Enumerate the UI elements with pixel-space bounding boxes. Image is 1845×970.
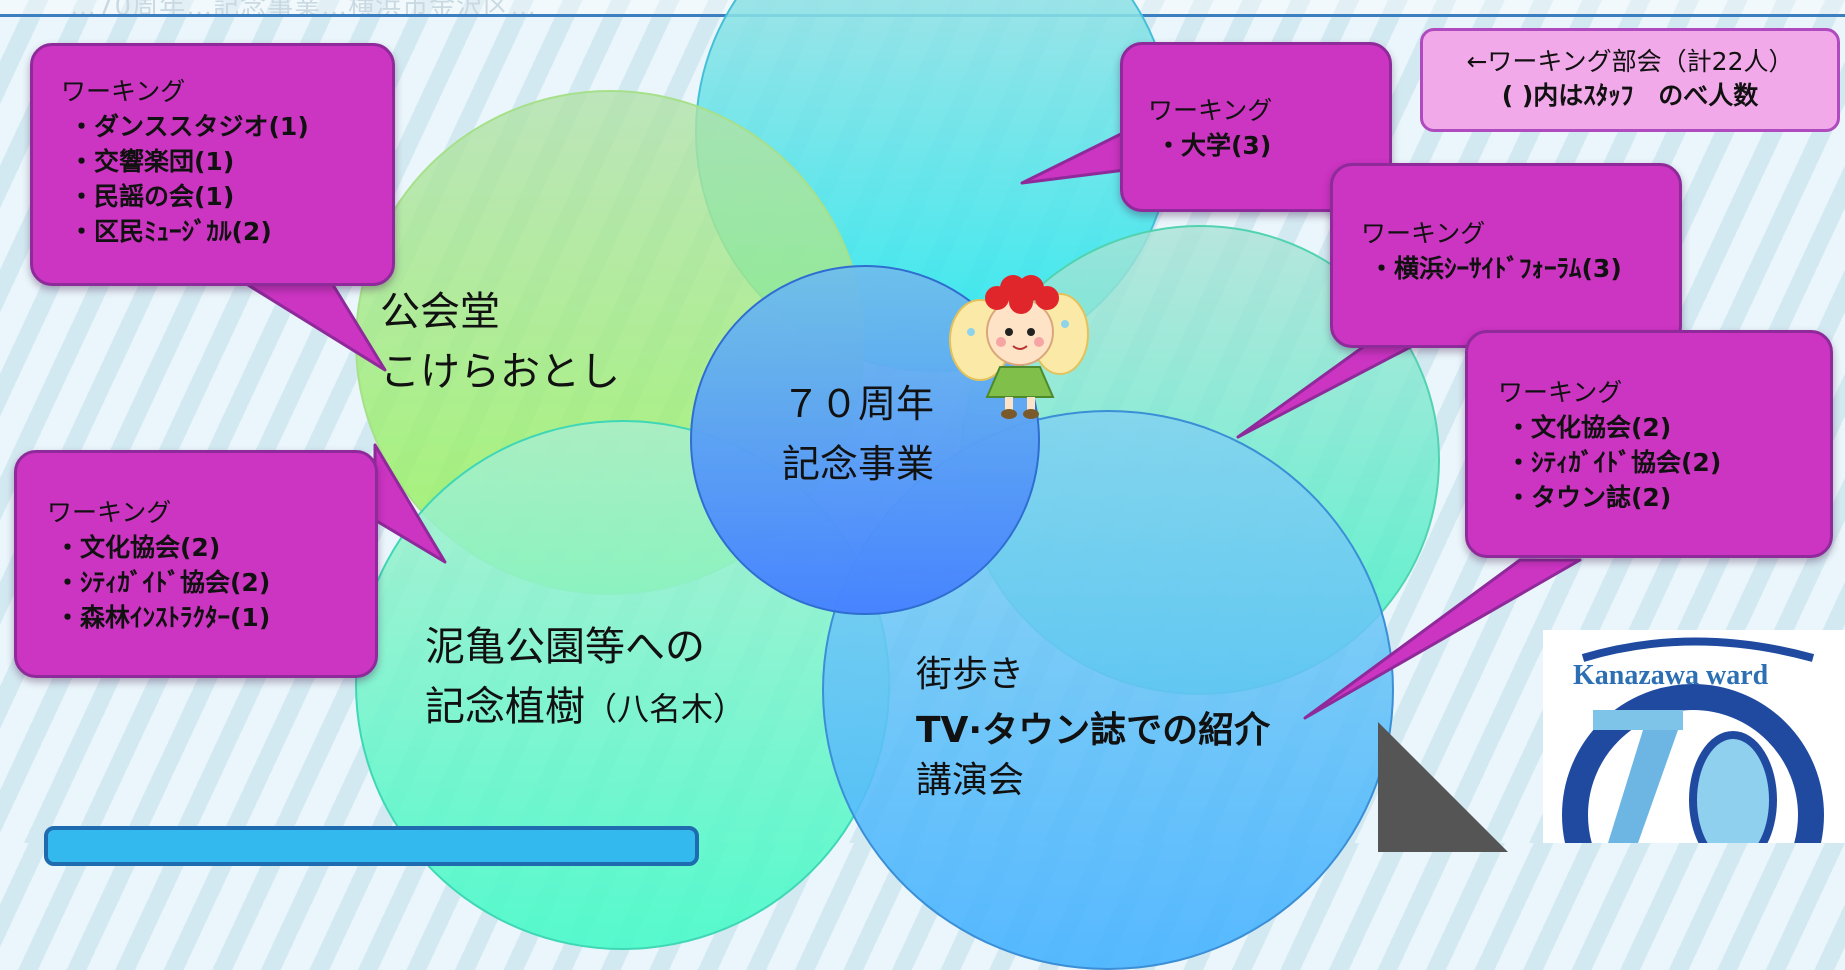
note-line1: ←ワーキング部会（計22人） — [1466, 47, 1794, 76]
bubble-item: ・交響楽団(1) — [69, 147, 235, 176]
planting-line1: 泥亀公園等への — [425, 624, 705, 670]
working-group-note: ←ワーキング部会（計22人） ( )内はｽﾀｯﾌ のべ人数 — [1420, 28, 1840, 132]
bubble-working-seaside-forum: ワーキング ・横浜ｼｰｻｲﾄﾞﾌｫｰﾗﾑ(3) — [1330, 163, 1682, 348]
walking-line1: 街歩き — [916, 654, 1025, 695]
walking-line2: TV·タウン誌での紹介 — [916, 710, 1271, 751]
bottom-info-box — [44, 826, 699, 866]
note-line2: ( )内はｽﾀｯﾌ のべ人数 — [1501, 81, 1759, 110]
koukaidou-label: 公会堂 こけらおとし — [380, 282, 620, 402]
planting-label: 泥亀公園等への 記念植樹（八名木） — [425, 617, 745, 739]
bubble-head: ワーキング — [61, 77, 186, 106]
center-label: ７０周年 記念事業 — [782, 374, 934, 494]
bubble-item: ・区民ﾐｭｰｼﾞｶﾙ(2) — [69, 217, 272, 246]
bubble-item: ・大学(3) — [1156, 131, 1272, 160]
planting-line2-main: 記念植樹 — [425, 684, 585, 730]
bubble-item: ・ダンススタジオ(1) — [69, 112, 309, 141]
logo-graphic-icon — [1562, 637, 1824, 843]
bubble-item: ・森林ｲﾝｽﾄﾗｸﾀｰ(1) — [55, 603, 271, 632]
center-line1: ７０周年 — [782, 382, 935, 426]
callout-tails — [238, 130, 1582, 720]
bubble-working-planting: ワーキング ・文化協会(2) ・ｼﾃｨｶﾞｲﾄﾞ協会(2) ・森林ｲﾝｽﾄﾗｸﾀ… — [14, 450, 378, 678]
walking-line3: 講演会 — [916, 760, 1025, 801]
bubble-item: ・タウン誌(2) — [1506, 483, 1672, 512]
bubble-working-koukaidou: ワーキング ・ダンススタジオ(1) ・交響楽団(1) ・民謡の会(1) ・区民ﾐ… — [30, 43, 395, 286]
koukaidou-line2: こけらおとし — [380, 349, 620, 395]
bubble-item: ・ｼﾃｨｶﾞｲﾄﾞ協会(2) — [1506, 448, 1722, 477]
bubble-head: ワーキング — [1498, 378, 1623, 407]
bubble-item: ・ｼﾃｨｶﾞｲﾄﾞ協会(2) — [55, 568, 271, 597]
fairy-mascot-icon — [949, 275, 1089, 419]
walking-label: 街歩き TV·タウン誌での紹介 講演会 — [916, 650, 1270, 806]
bubble-working-walking: ワーキング ・文化協会(2) ・ｼﾃｨｶﾞｲﾄﾞ協会(2) ・タウン誌(2) — [1465, 330, 1833, 558]
bubble-item: ・文化協会(2) — [1506, 413, 1672, 442]
gray-triangle-decoration — [1378, 722, 1508, 852]
faded-title: …70周年…記念事業…横浜市金沢区… — [70, 0, 538, 17]
kanazawa-70th-logo: Kanazawa ward — [1543, 630, 1845, 843]
bubble-item: ・文化協会(2) — [55, 533, 221, 562]
koukaidou-line1: 公会堂 — [380, 289, 500, 335]
bubble-head: ワーキング — [47, 498, 172, 527]
bubble-item: ・民謡の会(1) — [69, 182, 235, 211]
bubble-item: ・横浜ｼｰｻｲﾄﾞﾌｫｰﾗﾑ(3) — [1369, 254, 1622, 283]
center-line2: 記念事業 — [782, 442, 935, 486]
bubble-head: ワーキング — [1361, 219, 1486, 248]
planting-line2-sub: （八名木） — [585, 690, 746, 728]
bubble-head: ワーキング — [1148, 96, 1273, 125]
logo-text: Kanazawa ward — [1573, 660, 1769, 691]
